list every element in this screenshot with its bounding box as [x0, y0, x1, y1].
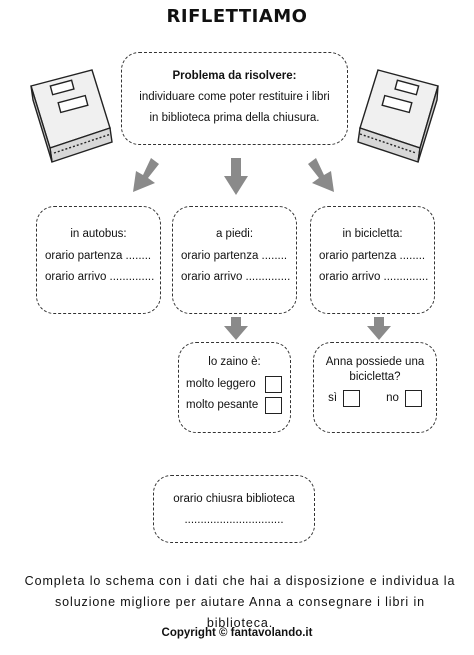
instructions-line-2: soluzione migliore per aiutare Anna a co… — [55, 595, 425, 630]
option-piedi-partenza[interactable]: orario partenza ........ — [181, 249, 288, 262]
option-bicicletta-box: in bicicletta: orario partenza ........ … — [310, 206, 435, 314]
closing-time-box: orario chiusra biblioteca ..............… — [153, 475, 315, 543]
option-bicicletta-arrivo[interactable]: orario arrivo .............. — [319, 270, 429, 283]
book-right-icon — [357, 69, 439, 163]
zaino-leggero-label: molto leggero — [186, 377, 256, 390]
arrow-right-icon — [308, 158, 334, 192]
bici-yes-checkbox[interactable] — [343, 389, 361, 407]
zaino-option-pesante: molto pesante — [186, 396, 290, 414]
arrow-down-zaino-icon — [224, 317, 248, 340]
bici-question-line-2: bicicletta? — [349, 370, 401, 383]
option-autobus-arrivo[interactable]: orario arrivo .............. — [45, 270, 155, 283]
instructions-line-1: Completa lo schema con i dati che hai a … — [24, 574, 456, 588]
book-left-icon — [30, 69, 113, 163]
arrow-left-icon — [133, 158, 159, 192]
closing-time-label: orario chiusra biblioteca — [173, 493, 295, 505]
bici-no-checkbox[interactable] — [404, 389, 422, 407]
page-title: RIFLETTIAMO — [166, 6, 308, 27]
zaino-pesante-checkbox[interactable] — [265, 396, 282, 414]
problem-line-1: individuare come poter restituire i libr… — [139, 90, 330, 103]
option-autobus-box: in autobus: orario partenza ........ ora… — [36, 206, 161, 314]
bici-question-line-1: Anna possiede una — [325, 356, 425, 368]
option-piedi-label: a piedi: — [215, 228, 254, 240]
copyright: Copyright © fantavolando.it — [161, 627, 313, 639]
option-bicicletta-label: in bicicletta: — [342, 228, 403, 240]
bici-no-label: no — [386, 391, 399, 404]
zaino-box: lo zaino è: molto leggero molto pesante — [178, 342, 291, 433]
option-bicicletta-partenza[interactable]: orario partenza ........ — [319, 249, 426, 262]
option-piedi-arrivo[interactable]: orario arrivo .............. — [181, 270, 291, 283]
problem-line-2: in biblioteca prima della chiusura. — [149, 111, 320, 124]
option-piedi-box: a piedi: orario partenza ........ orario… — [172, 206, 297, 314]
option-autobus-partenza[interactable]: orario partenza ........ — [45, 249, 152, 262]
problem-heading: Problema da risolvere: — [172, 70, 297, 82]
instructions: Completa lo schema con i dati che hai a … — [20, 571, 460, 634]
arrow-center-icon — [224, 158, 248, 195]
zaino-question: lo zaino è: — [208, 356, 261, 368]
option-autobus-label: in autobus: — [70, 228, 127, 240]
zaino-option-leggero: molto leggero — [186, 375, 290, 393]
bici-box: Anna possiede una bicicletta? sì no — [313, 342, 437, 433]
problem-box: Problema da risolvere: individuare come … — [121, 52, 348, 145]
closing-time-field[interactable]: ............................... — [184, 513, 284, 526]
arrow-down-bici-icon — [367, 317, 391, 340]
zaino-leggero-checkbox[interactable] — [265, 375, 282, 393]
bici-yes-label: sì — [328, 391, 338, 404]
zaino-pesante-label: molto pesante — [186, 398, 259, 411]
bici-answers: sì no — [314, 389, 436, 407]
